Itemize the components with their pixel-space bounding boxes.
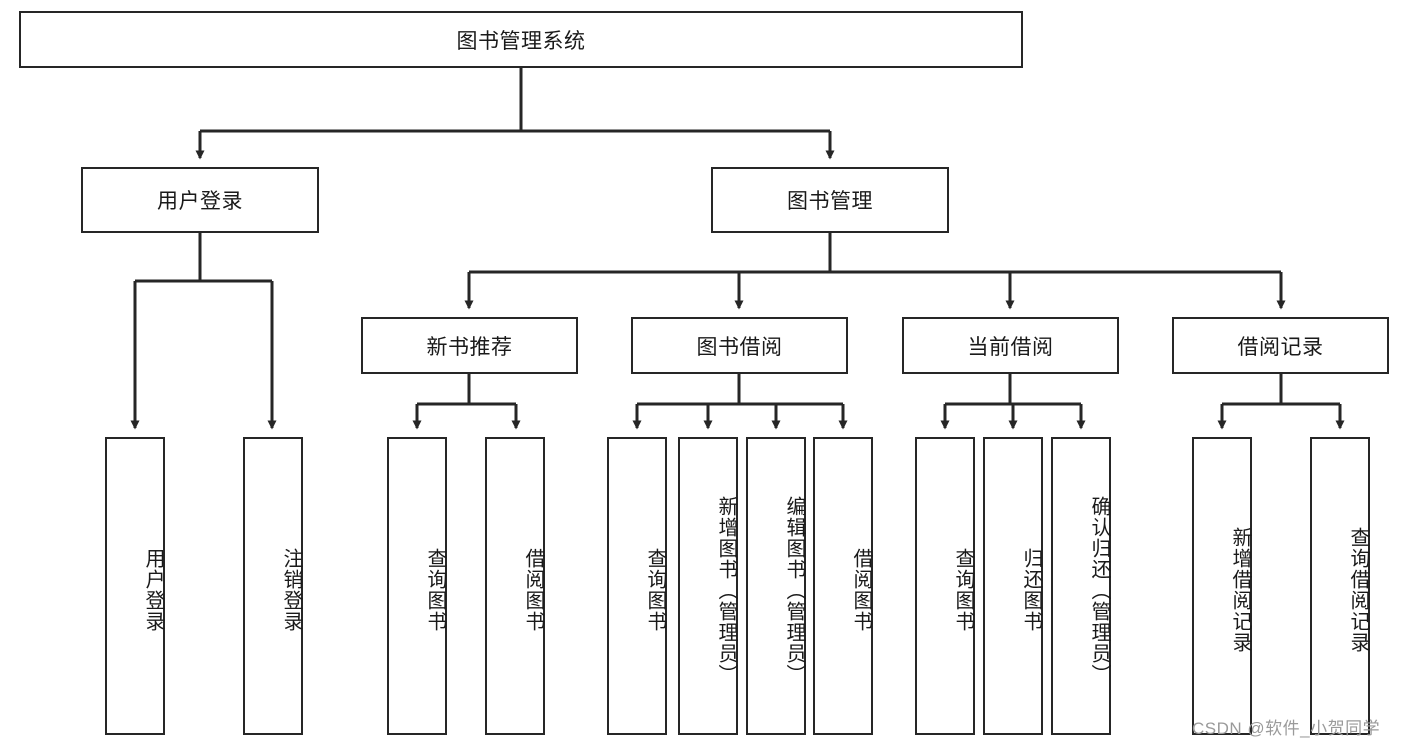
node-new-book-recommend[interactable]: 新书推荐 [361,317,578,374]
node-book-borrow-label: 图书借阅 [696,335,783,359]
node-leaf-user-login[interactable]: 用户登录 [105,437,165,735]
node-borrow-record[interactable]: 借阅记录 [1172,317,1389,374]
node-current-borrow-label: 当前借阅 [967,335,1054,359]
node-leaf-borrow-book-rec-label: 借阅图书 [522,548,544,632]
node-book-manage-label: 图书管理 [787,190,873,213]
node-leaf-query-book-cur-label: 查询图书 [952,548,974,632]
node-root[interactable]: 图书管理系统 [19,11,1023,68]
node-leaf-edit-book-admin-label: 编辑图书（管理员） [783,495,805,685]
node-leaf-borrow-book-label: 借阅图书 [850,548,872,632]
node-leaf-add-borrow-record[interactable]: 新增借阅记录 [1192,437,1252,735]
node-leaf-borrow-book[interactable]: 借阅图书 [813,437,873,735]
node-current-borrow[interactable]: 当前借阅 [902,317,1119,374]
node-leaf-query-borrow-record[interactable]: 查询借阅记录 [1310,437,1370,735]
node-user-login[interactable]: 用户登录 [81,167,319,233]
node-leaf-query-book-cur[interactable]: 查询图书 [915,437,975,735]
node-book-borrow[interactable]: 图书借阅 [631,317,848,374]
node-root-label: 图书管理系统 [456,29,586,53]
node-leaf-query-borrow-record-label: 查询借阅记录 [1347,527,1369,653]
node-new-book-recommend-label: 新书推荐 [426,335,513,359]
node-leaf-query-book-borrow[interactable]: 查询图书 [607,437,667,735]
node-leaf-query-book-borrow-label: 查询图书 [644,548,666,632]
node-leaf-logout[interactable]: 注销登录 [243,437,303,735]
node-leaf-borrow-book-rec[interactable]: 借阅图书 [485,437,545,735]
node-leaf-logout-label: 注销登录 [280,548,302,632]
node-leaf-query-book-rec-label: 查询图书 [424,548,446,632]
node-leaf-add-book-admin[interactable]: 新增图书（管理员） [678,437,738,735]
node-leaf-add-book-admin-label: 新增图书（管理员） [715,495,737,685]
node-leaf-edit-book-admin[interactable]: 编辑图书（管理员） [746,437,806,735]
node-leaf-query-book-rec[interactable]: 查询图书 [387,437,447,735]
node-book-manage[interactable]: 图书管理 [711,167,949,233]
watermark-text: CSDN @软件_小贺同学 [1192,719,1381,738]
node-leaf-user-login-label: 用户登录 [142,548,164,632]
node-leaf-return-book-label: 归还图书 [1020,548,1042,632]
node-leaf-confirm-return-admin-label: 确认归还（管理员） [1088,495,1110,685]
node-borrow-record-label: 借阅记录 [1237,335,1324,359]
node-user-login-label: 用户登录 [157,190,243,213]
node-leaf-add-borrow-record-label: 新增借阅记录 [1229,527,1251,653]
node-leaf-return-book[interactable]: 归还图书 [983,437,1043,735]
node-leaf-confirm-return-admin[interactable]: 确认归还（管理员） [1051,437,1111,735]
